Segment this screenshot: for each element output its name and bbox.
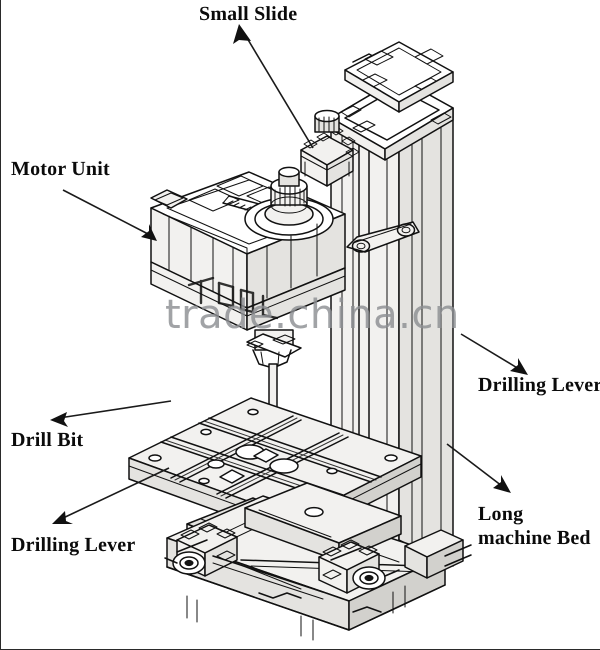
label-drilling-lever-right: Drilling Lever — [478, 374, 600, 396]
label-motor-unit: Motor Unit — [11, 158, 110, 180]
left-crank-part — [164, 522, 238, 577]
label-small-slide: Small Slide — [199, 3, 298, 25]
machine-bed-part — [164, 482, 472, 641]
motor-head-part — [150, 109, 360, 369]
right-crank-part — [212, 539, 400, 600]
small-slide-part — [300, 109, 360, 187]
label-drilling-lever-left: Drilling Lever — [11, 534, 136, 556]
label-drill-bit: Drill Bit — [11, 429, 84, 451]
nameplate — [187, 276, 279, 320]
feed-lever-part — [346, 221, 420, 253]
label-long-machine-bed: Long machine Bed — [478, 503, 591, 550]
callout-leaders — [50, 24, 528, 524]
